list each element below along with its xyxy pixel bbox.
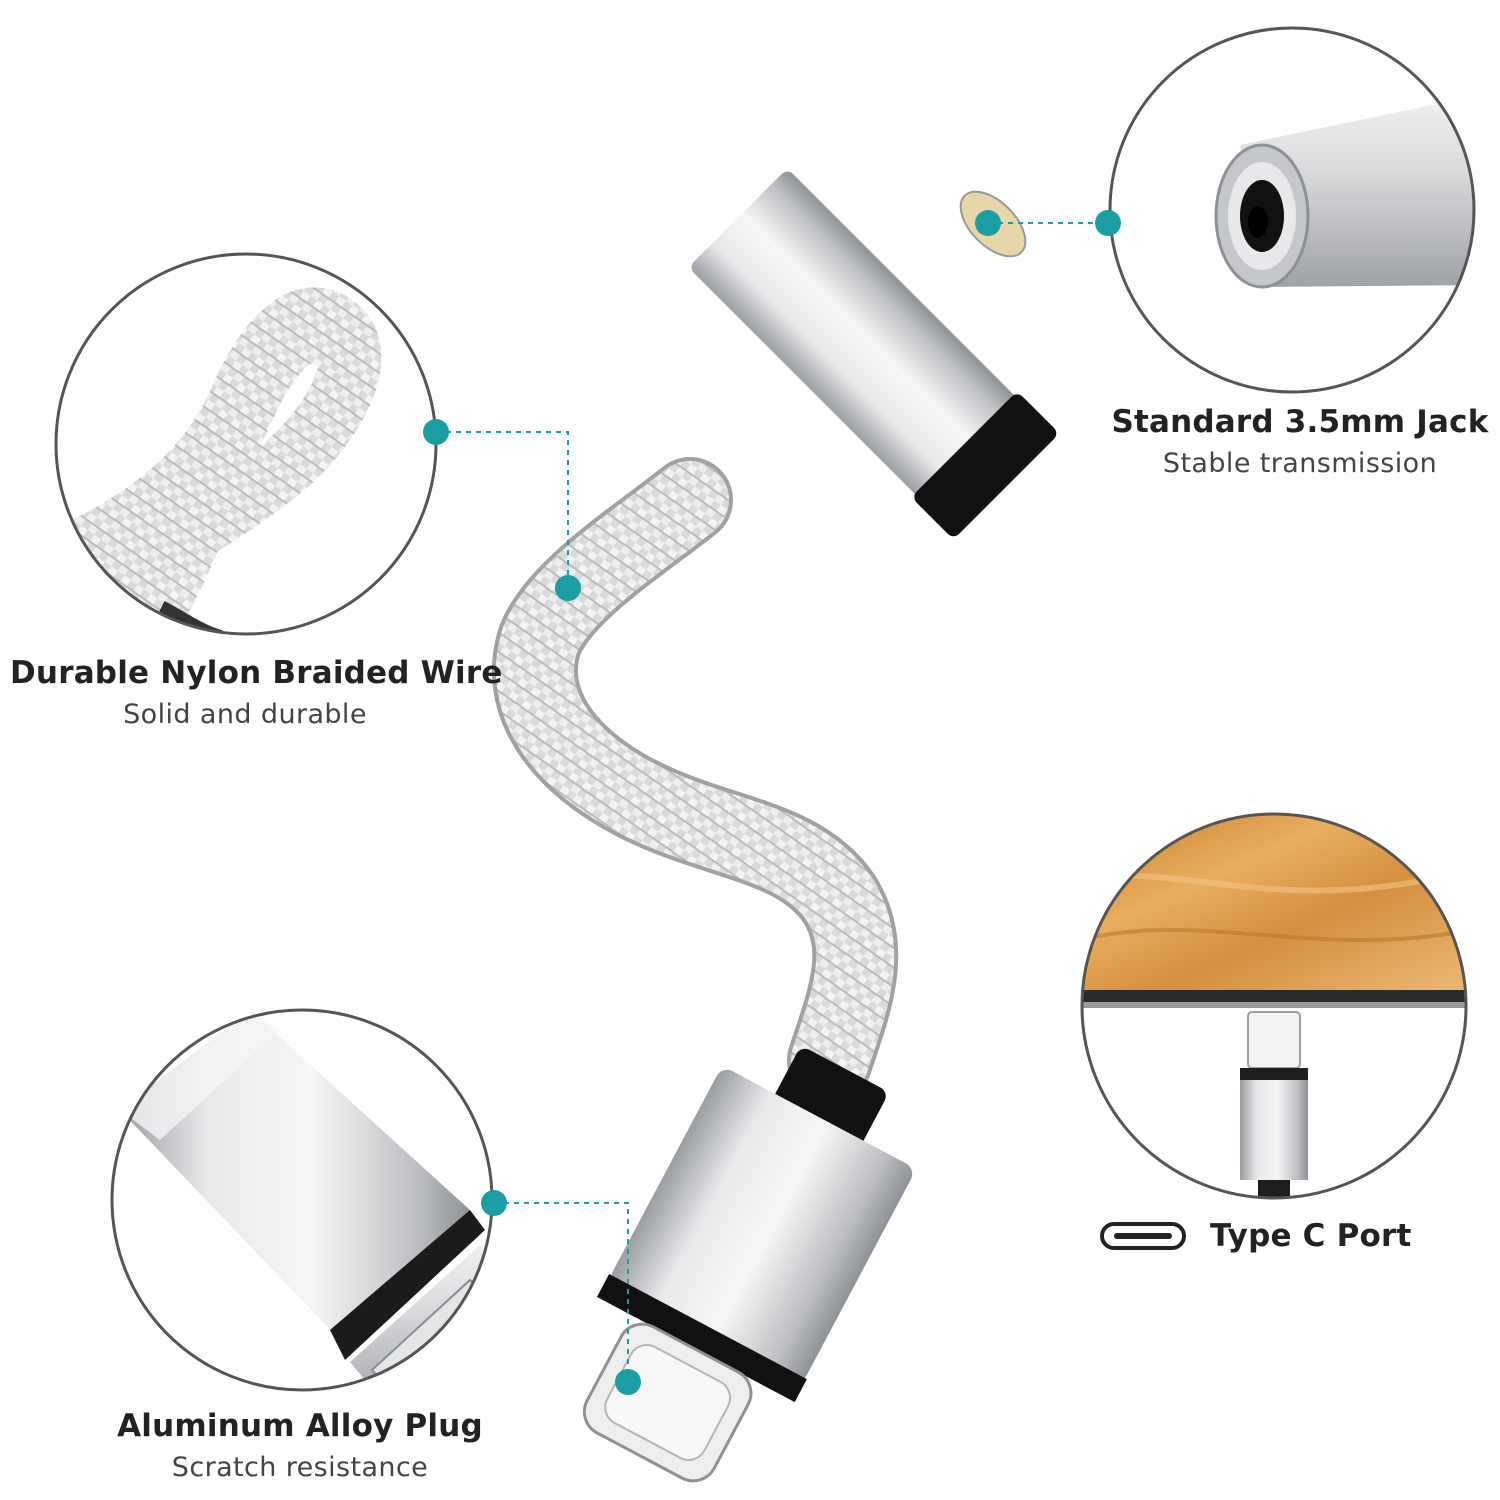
plug-dot-product: [615, 1369, 641, 1395]
typec-title: Type C Port: [1210, 1218, 1412, 1254]
plug-dot-circle: [481, 1190, 507, 1216]
jack-detail-circle: [1108, 26, 1476, 394]
callout-lines: [436, 222, 1108, 1382]
nylon-detail-circle: [54, 252, 438, 636]
nylon-title: Durable Nylon Braided Wire: [10, 655, 503, 691]
jack-title: Standard 3.5mm Jack: [1111, 404, 1489, 440]
jack-caption: Standard 3.5mm Jack Stable transmission: [1100, 404, 1500, 479]
callout-dots: [423, 210, 1121, 1395]
main-cable: [492, 457, 899, 1103]
nylon-subtitle: Solid and durable: [123, 699, 367, 730]
jack-dot-circle: [1095, 210, 1121, 236]
nylon-dot-product: [555, 575, 581, 601]
typec-detail-circle: [1080, 812, 1468, 1200]
nylon-dot-circle: [423, 419, 449, 445]
jack-dot-product: [975, 210, 1001, 236]
main-typec-plug: [582, 1048, 913, 1483]
jack-subtitle: Stable transmission: [1162, 448, 1438, 479]
plug-subtitle: Scratch resistance: [171, 1452, 429, 1483]
plug-title: Aluminum Alloy Plug: [117, 1408, 483, 1444]
plug-caption: Aluminum Alloy Plug Scratch resistance: [100, 1408, 500, 1483]
usb-c-port-icon: [1100, 1222, 1186, 1250]
main-jack-barrel: [691, 171, 1057, 537]
nylon-callout-line: [436, 431, 569, 588]
nylon-caption: Durable Nylon Braided Wire Solid and dur…: [10, 655, 503, 730]
typec-caption: Type C Port: [1100, 1218, 1440, 1254]
plug-detail-circle: [110, 1008, 494, 1392]
plug-callout-line: [494, 1202, 629, 1382]
